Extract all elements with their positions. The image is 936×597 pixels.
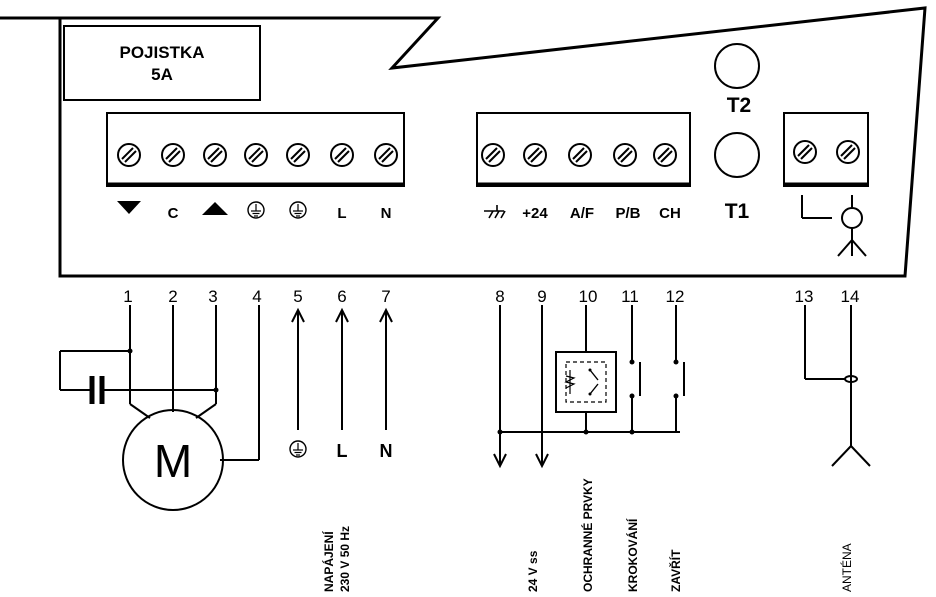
terminal-number: 5 [293, 287, 302, 306]
terminal-number: 3 [208, 287, 217, 306]
ground-symbol-icon [289, 440, 307, 458]
terminal-screw-icon [481, 143, 505, 167]
terminal-label-l: L [337, 205, 346, 222]
capacitor-icon [89, 376, 105, 404]
terminal-number: 6 [337, 287, 346, 306]
ground-symbol-icon [289, 201, 307, 219]
terminal-screw-icon [653, 143, 677, 167]
button-t2[interactable] [714, 43, 760, 89]
down-arrow-icon [117, 201, 141, 214]
junction-dot [497, 429, 503, 435]
motor-label: M [154, 435, 192, 487]
dc-24v-label: 24 V ss [526, 550, 540, 592]
terminal-screw-icon [286, 143, 310, 167]
step-switch-icon [631, 305, 641, 432]
terminal-block-right-screws [481, 143, 677, 167]
terminal-screw-icon [244, 143, 268, 167]
junction-dot [583, 429, 589, 435]
junction-dot [213, 387, 219, 393]
contact-dot [673, 393, 679, 399]
safety-device-icon [555, 351, 617, 413]
terminal-screw-icon [613, 143, 637, 167]
terminal-number: 4 [252, 287, 261, 306]
terminal-label-pb: P/B [615, 205, 640, 222]
terminal-screw-icon [793, 140, 817, 164]
terminal-screw-icon [117, 143, 141, 167]
terminal-number: 14 [841, 287, 860, 306]
antenna-icon [804, 305, 871, 467]
contact-dot [629, 359, 635, 365]
terminal-label-c: C [168, 205, 179, 222]
motor-wiring [59, 305, 260, 461]
up-arrow-icon [202, 202, 228, 215]
terminal-label-ch: CH [659, 205, 681, 222]
button-t1-label: T1 [725, 200, 750, 223]
terminal-screw-icon [161, 143, 185, 167]
terminal-label-n: N [381, 205, 392, 222]
fuse-box [63, 25, 261, 101]
antenna-label: ANTÉNA [839, 543, 854, 592]
terminal-number: 9 [537, 287, 546, 306]
terminal-label-24v: +24 [522, 205, 548, 222]
power-label-line1: NAPÁJENÍ [321, 531, 336, 592]
ground-symbol-icon [247, 201, 265, 219]
terminal-number: 2 [168, 287, 177, 306]
terminal-number: 12 [666, 287, 685, 306]
terminal-number: 7 [381, 287, 390, 306]
terminal-block-left [106, 112, 405, 187]
step-label: KROKOVÁNÍ [625, 518, 640, 592]
button-t2-label: T2 [727, 94, 752, 117]
antenna-terminal-block [783, 112, 869, 187]
chassis-ground-icon [484, 205, 506, 219]
power-label-line2: 230 V 50 Hz [338, 526, 352, 592]
close-switch-icon [675, 305, 685, 433]
control-board-outline [58, 6, 927, 278]
terminal-number: 13 [795, 287, 814, 306]
antenna-terminal-screws [793, 140, 860, 164]
terminal-screw-icon [374, 143, 398, 167]
terminal-number: 10 [579, 287, 598, 306]
fuse-label-line2: 5A [151, 65, 173, 84]
terminal-block-right [476, 112, 691, 187]
terminal-number: 11 [621, 287, 639, 306]
terminal-label-af: A/F [570, 205, 594, 222]
terminal-screw-icon [523, 143, 547, 167]
contact-dot [673, 359, 679, 365]
fuse-label-line1: POJISTKA [119, 43, 204, 62]
contact-dot [629, 393, 635, 399]
motor-symbol [122, 409, 224, 511]
safety-devices-label: OCHRANNÉ PRVKY [580, 478, 595, 592]
terminal-number: 8 [495, 287, 504, 306]
dc-output-arrows [493, 305, 680, 469]
terminal-screw-icon [330, 143, 354, 167]
terminal-screw-icon [836, 140, 860, 164]
terminal-screw-icon [568, 143, 592, 167]
supply-arrows [291, 307, 393, 430]
antenna-connector-icon [801, 195, 867, 257]
supply-label-l: L [337, 441, 348, 461]
button-t1[interactable] [714, 132, 760, 178]
terminal-block-left-screws [117, 143, 398, 167]
supply-label-n: N [380, 441, 393, 461]
junction-dot [127, 348, 133, 354]
close-label: ZAVŘÍT [668, 549, 683, 592]
terminal-number: 1 [123, 287, 132, 306]
terminal-screw-icon [203, 143, 227, 167]
